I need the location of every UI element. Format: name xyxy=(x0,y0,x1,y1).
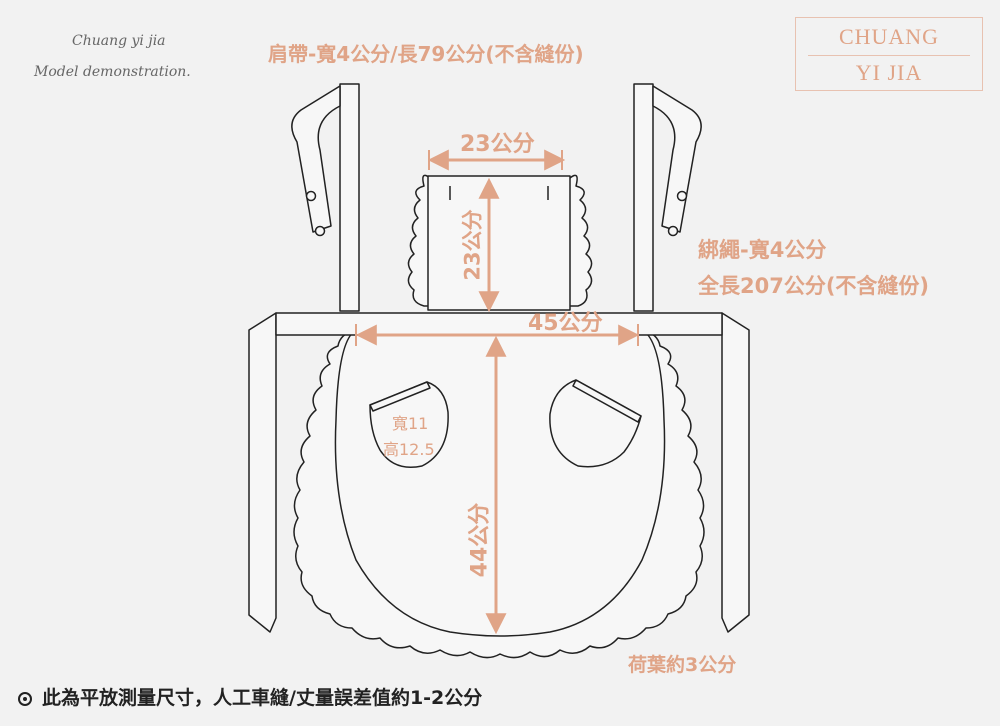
footer-note-text: 此為平放測量尺寸，人工車縫/丈量誤差值約1-2公分 xyxy=(42,687,483,709)
skirt-length-label: 44公分 xyxy=(467,502,493,578)
brand-logo: CHUANG YI JIA xyxy=(795,17,983,91)
skirt-width-label: 45公分 xyxy=(528,311,603,336)
bib-width-label: 23公分 xyxy=(460,132,535,157)
left-pocket xyxy=(369,381,449,468)
tie-label-line2: 全長207公分(不含縫份) xyxy=(698,274,930,298)
right-pocket xyxy=(549,379,642,468)
circle-dot-icon xyxy=(18,692,32,706)
waistband xyxy=(275,312,723,336)
left-shoulder-strap xyxy=(291,83,360,312)
left-tie xyxy=(248,312,277,633)
right-tie xyxy=(721,312,750,633)
logo-line2: YI JIA xyxy=(855,60,923,85)
logo-divider xyxy=(808,55,970,56)
skirt-panel xyxy=(334,329,666,637)
brand-script-line1: Chuang yi jia xyxy=(72,33,166,49)
shoulder-strap-label: 肩帶-寬4公分/長79公分(不含縫份) xyxy=(268,42,584,66)
left-strap-button-upper xyxy=(305,190,317,202)
right-shoulder-strap xyxy=(633,83,702,312)
pocket-width-label: 寬11 xyxy=(392,414,429,433)
right-strap-button-lower xyxy=(667,225,679,237)
left-strap-button-lower xyxy=(314,225,326,237)
brand-script-line2: Model demonstration. xyxy=(34,64,191,80)
logo-line1: CHUANG xyxy=(838,24,940,49)
ruffle-label: 荷葉約3公分 xyxy=(628,654,737,676)
right-strap-button-upper xyxy=(676,190,688,202)
footer-note: 此為平放測量尺寸，人工車縫/丈量誤差值約1-2公分 xyxy=(18,683,482,710)
bib-height-label: 23公分 xyxy=(460,209,485,281)
pocket-height-label: 高12.5 xyxy=(383,440,435,459)
tie-label-line1: 綁繩-寬4公分 xyxy=(698,238,827,262)
